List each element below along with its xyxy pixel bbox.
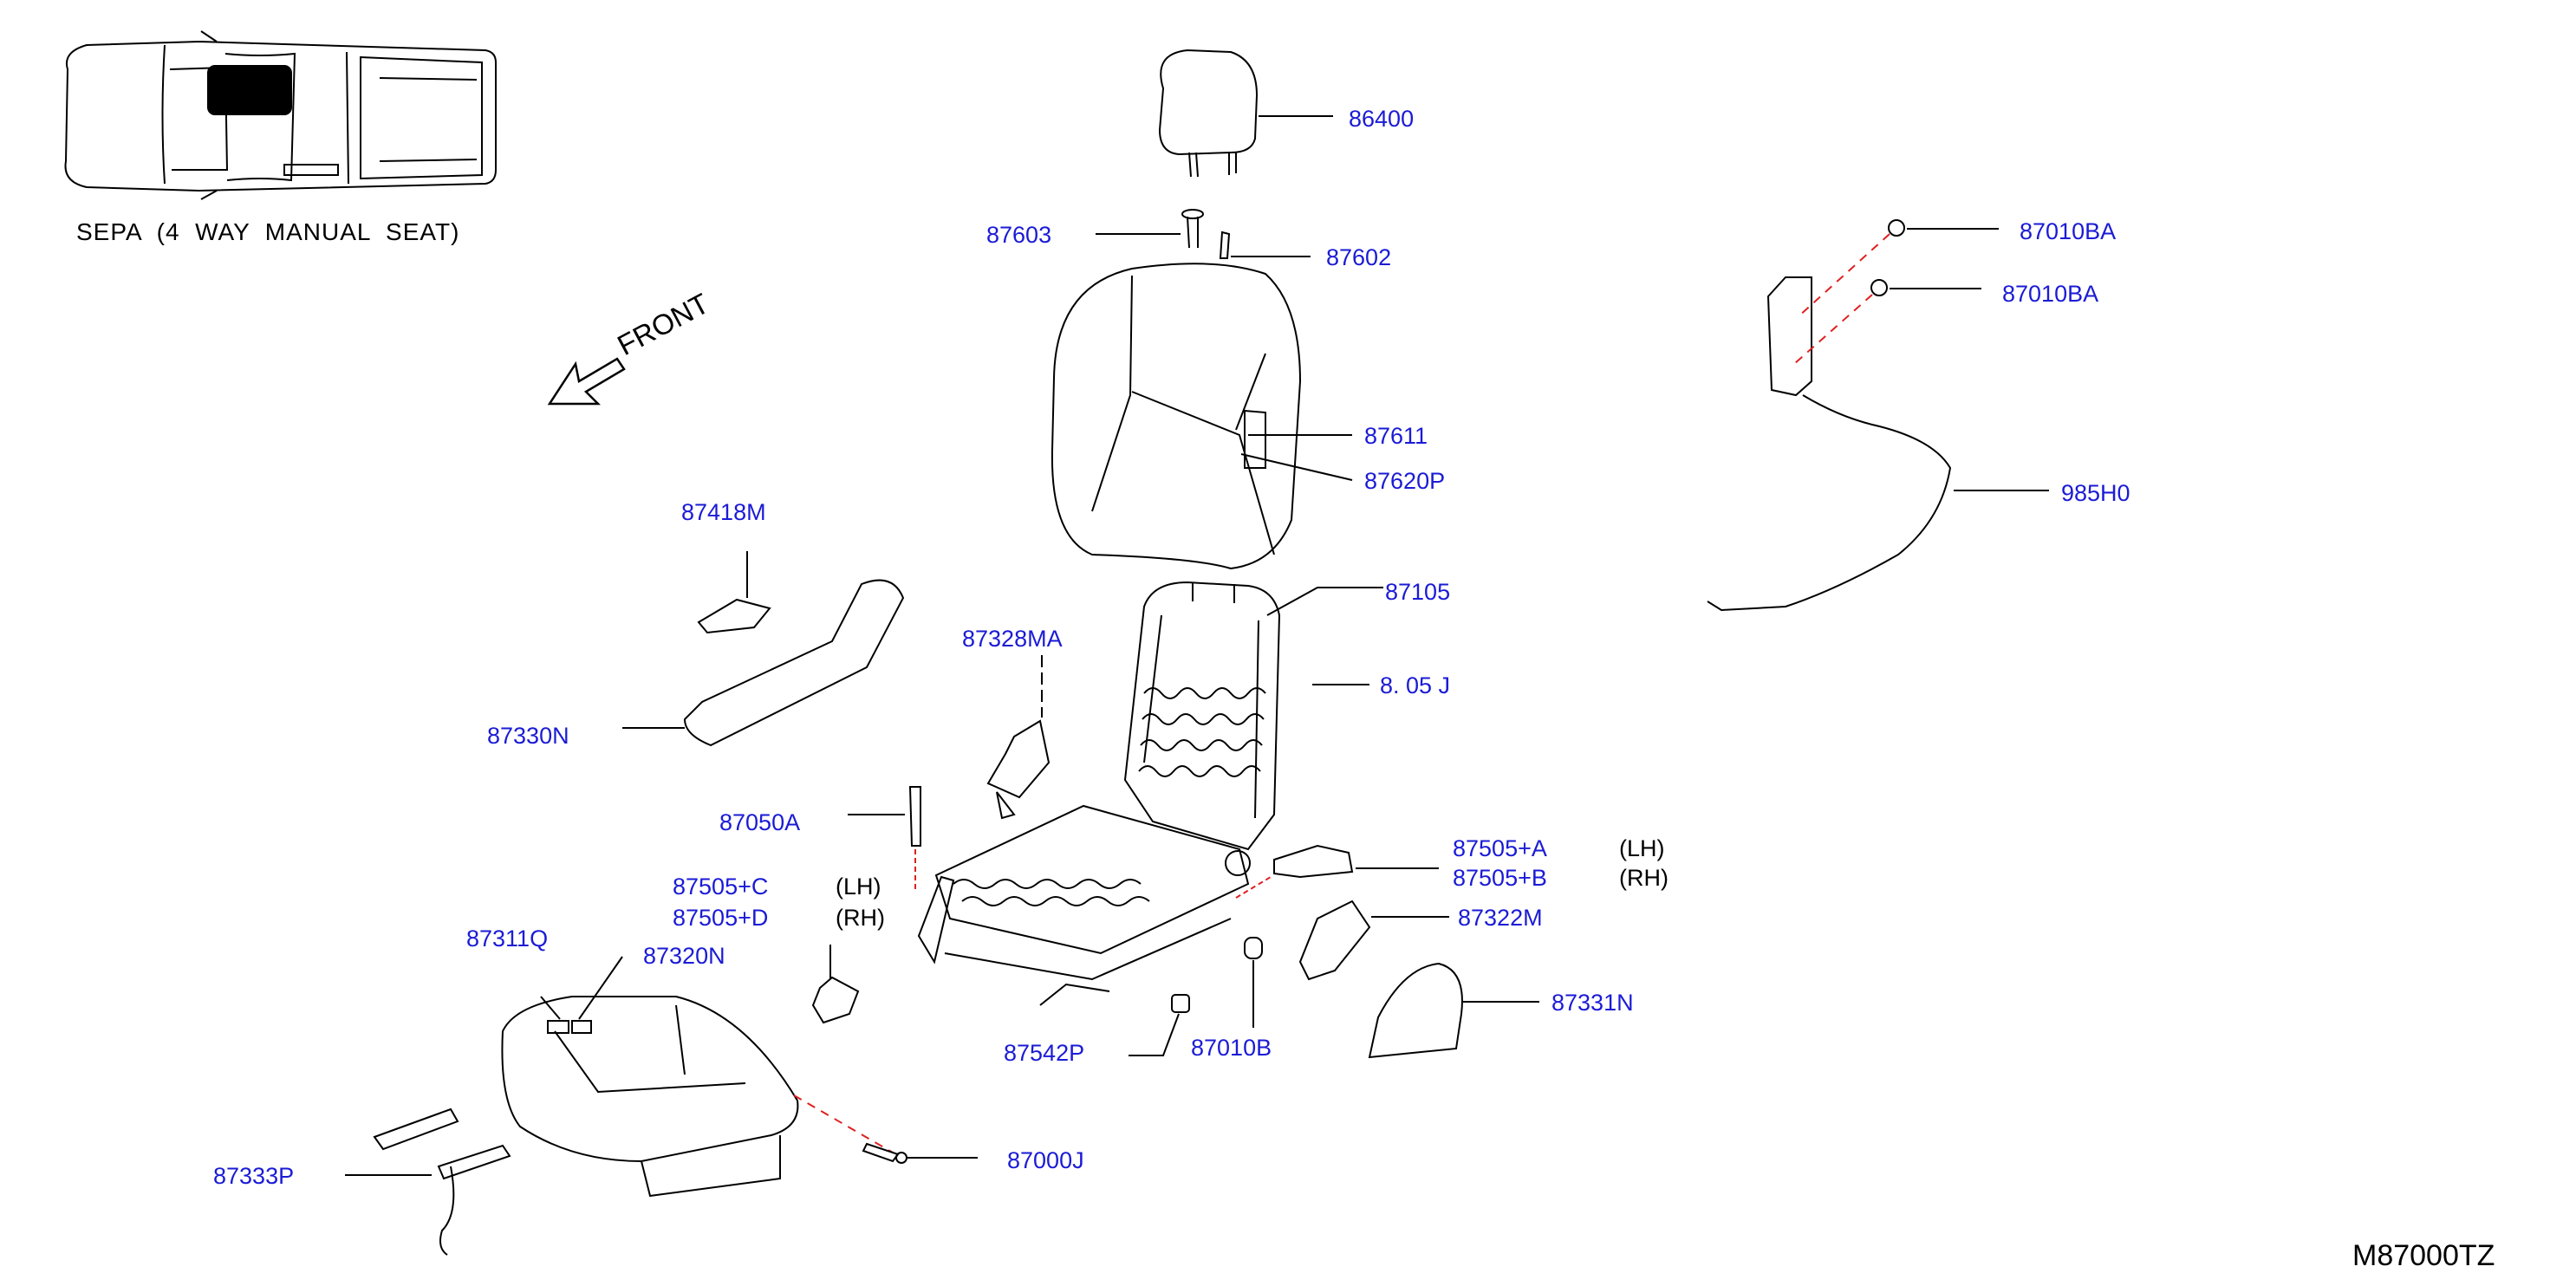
part-label[interactable]: 87050A [719,809,801,835]
seat-type-caption: SEPA (4 WAY MANUAL SEAT) [76,218,460,245]
part-label[interactable]: 86400 [1349,106,1415,132]
bolt-icon [862,1142,907,1164]
seat-cushion-frame-icon [917,804,1251,1006]
bolt-icon [908,786,921,847]
part-label[interactable]: 87505+B [1453,865,1547,891]
recliner-bracket-icon [986,719,1051,820]
headrest-guide-icon [1181,209,1231,259]
part-label[interactable]: 87620P [1364,468,1446,494]
diagram-code: M87000TZ [2352,1239,2495,1272]
part-label[interactable]: 87328MA [962,626,1063,652]
rh-note: (RH) [1619,865,1669,891]
recliner-cover-icon [1298,900,1371,981]
part-label[interactable]: 87105 [1385,579,1451,605]
part-label[interactable]: 87010BA [2020,218,2117,244]
part-label[interactable]: 87603 [986,222,1052,248]
part-label[interactable]: 87505+D [673,905,769,931]
lever-handle-icon [1273,844,1354,879]
seat-back-frame-icon [1123,581,1281,851]
seat-heater-wire-icon [373,1107,511,1256]
part-label[interactable]: 87320N [643,943,725,969]
part-label[interactable]: 87418M [681,499,766,525]
part-label[interactable]: 87542P [1004,1040,1085,1066]
part-label[interactable]: 87505+A [1453,835,1547,861]
part-label[interactable]: 87505+C [673,874,769,900]
wire-harness-icon [1707,276,1952,612]
side-cap-icon [811,976,860,1024]
lh-note: (LH) [836,874,881,900]
headrest-icon [1158,49,1259,178]
part-label[interactable]: 87322M [1458,905,1543,931]
side-cover-icon [1368,962,1463,1059]
part-label[interactable]: 87611 [1364,423,1428,449]
seat-cushion-cover-icon [501,996,799,1198]
seat-back-cover-icon [1051,263,1302,570]
part-label[interactable]: 87000J [1007,1147,1084,1173]
lh-note: (LH) [1619,835,1665,861]
rh-note: (RH) [836,905,885,931]
grommet-icon [1171,937,1263,1013]
part-label[interactable]: 87311Q [466,926,549,952]
part-label[interactable]: 87010BA [2002,281,2099,307]
part-label[interactable]: 87602 [1326,244,1392,270]
seat-lever-icon [683,579,905,747]
part-label[interactable]: 8. 05 J [1380,672,1451,698]
part-label[interactable]: 87010B [1191,1035,1272,1061]
vehicle-top-view-icon [64,30,497,200]
part-label[interactable]: 87331N [1551,990,1634,1016]
part-label[interactable]: 87333P [213,1163,295,1189]
front-arrow-icon [547,357,626,406]
part-label[interactable]: 87330N [487,723,569,749]
part-label[interactable]: 985H0 [2061,480,2130,506]
